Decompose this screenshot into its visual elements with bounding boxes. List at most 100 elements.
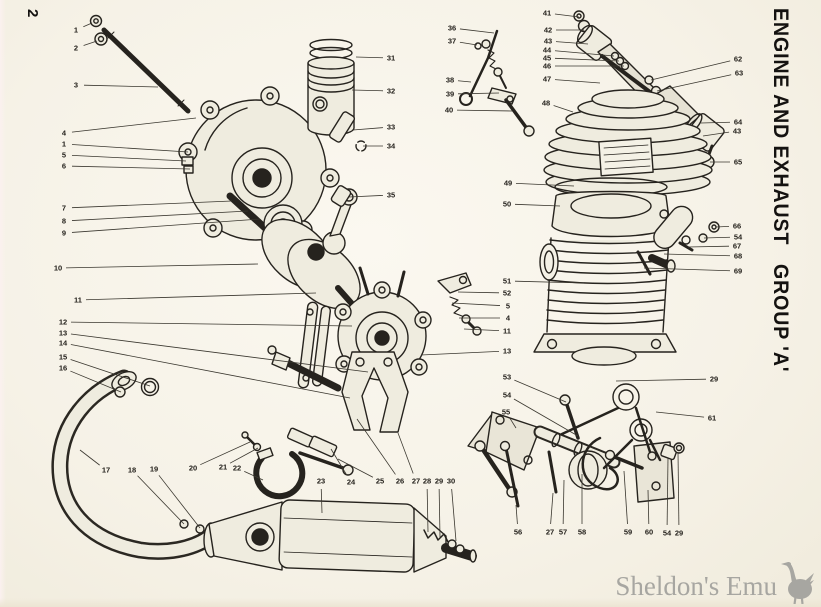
svg-text:47: 47 — [543, 75, 551, 84]
callout-13: 13 — [59, 329, 369, 373]
callout-18: 18 — [128, 466, 185, 525]
svg-text:12: 12 — [59, 318, 67, 327]
callout-1: 1 — [74, 22, 93, 35]
svg-text:55: 55 — [502, 408, 510, 417]
svg-text:59: 59 — [624, 528, 632, 537]
callout-47: 47 — [543, 75, 601, 84]
callout-54: 54 — [663, 457, 672, 538]
engine-mounting-bracket-assembly — [467, 394, 675, 508]
svg-text:29: 29 — [435, 477, 443, 486]
callout-17: 17 — [79, 449, 110, 475]
svg-text:20: 20 — [189, 464, 197, 473]
callout-39: 39 — [446, 90, 500, 99]
svg-text:41: 41 — [543, 9, 551, 18]
callout-38: 38 — [446, 76, 472, 85]
svg-text:13: 13 — [59, 329, 67, 338]
svg-text:34: 34 — [387, 142, 396, 151]
exhaust-pipe — [51, 369, 217, 560]
svg-text:3: 3 — [74, 81, 78, 90]
svg-text:22: 22 — [233, 464, 241, 473]
svg-text:2: 2 — [74, 44, 78, 53]
svg-text:13: 13 — [503, 347, 511, 356]
cylinder-head — [543, 89, 713, 196]
svg-text:37: 37 — [448, 37, 456, 46]
svg-text:29: 29 — [710, 375, 718, 384]
callout-45: 45 — [543, 54, 620, 63]
svg-text:1: 1 — [62, 140, 66, 149]
callout-34: 34 — [363, 142, 396, 151]
callout-33: 33 — [352, 123, 395, 132]
callout-20: 20 — [189, 441, 251, 473]
svg-text:60: 60 — [645, 528, 653, 537]
svg-text:52: 52 — [503, 289, 511, 298]
callout-52: 52 — [457, 289, 511, 298]
callout-43: 43 — [702, 127, 741, 137]
callout-10: 10 — [54, 264, 259, 273]
callout-8: 8 — [62, 210, 249, 226]
callout-28: 28 — [423, 477, 431, 533]
callout-31: 31 — [355, 54, 395, 63]
callout-58: 58 — [578, 474, 586, 537]
callout-59: 59 — [623, 470, 632, 537]
svg-text:61: 61 — [708, 414, 716, 423]
callout-61: 61 — [655, 411, 716, 423]
svg-text:15: 15 — [59, 353, 67, 362]
callout-48: 48 — [542, 99, 574, 113]
svg-text:28: 28 — [423, 477, 431, 486]
svg-text:25: 25 — [376, 477, 384, 486]
callout-67: 67 — [687, 242, 741, 251]
svg-text:24: 24 — [347, 478, 356, 487]
svg-text:8: 8 — [62, 217, 66, 226]
svg-text:48: 48 — [542, 99, 550, 108]
callout-57: 57 — [559, 479, 567, 537]
callout-56: 56 — [514, 504, 522, 537]
callout-54: 54 — [703, 233, 743, 242]
small-fasteners-mid — [437, 272, 482, 336]
svg-text:54: 54 — [734, 233, 743, 242]
callout-11: 11 — [74, 292, 317, 305]
decompressor-valve-assembly — [459, 29, 535, 137]
callout-44: 44 — [543, 46, 615, 57]
svg-text:30: 30 — [447, 477, 455, 486]
svg-text:17: 17 — [102, 466, 110, 475]
callout-63: 63 — [656, 69, 743, 92]
callout-5: 5 — [451, 302, 510, 311]
svg-text:43: 43 — [544, 37, 552, 46]
silencer-fixing-bolt-and-spacers — [286, 427, 354, 476]
svg-text:27: 27 — [546, 528, 554, 537]
callout-69: 69 — [643, 267, 742, 276]
callout-2: 2 — [74, 40, 98, 53]
callout-25: 25 — [337, 458, 384, 486]
svg-text:11: 11 — [503, 327, 511, 336]
emu-icon — [781, 562, 814, 604]
callout-62: 62 — [650, 55, 742, 81]
callout-36: 36 — [448, 24, 495, 34]
callout-26: 26 — [356, 418, 404, 486]
svg-text:58: 58 — [578, 528, 586, 537]
svg-text:63: 63 — [735, 69, 743, 78]
svg-text:51: 51 — [503, 277, 511, 286]
callout-68: 68 — [663, 252, 742, 261]
callout-22: 22 — [233, 464, 264, 481]
callout-14: 14 — [59, 339, 351, 399]
callout-4: 4 — [459, 314, 511, 323]
callout-30: 30 — [447, 477, 457, 542]
svg-text:29: 29 — [675, 529, 683, 538]
callout-7: 7 — [62, 200, 233, 213]
svg-text:10: 10 — [54, 264, 62, 273]
svg-text:21: 21 — [219, 463, 227, 472]
callout-15: 15 — [59, 353, 151, 387]
svg-text:33: 33 — [387, 123, 395, 132]
callout-35: 35 — [348, 191, 395, 200]
svg-text:16: 16 — [59, 364, 67, 373]
svg-text:7: 7 — [62, 204, 66, 213]
callout-41: 41 — [543, 9, 580, 18]
svg-text:64: 64 — [734, 118, 743, 127]
callout-9: 9 — [62, 218, 261, 238]
callout-16: 16 — [59, 364, 122, 393]
callout-29: 29 — [675, 451, 683, 538]
svg-text:38: 38 — [446, 76, 454, 85]
callout-49: 49 — [504, 179, 575, 188]
